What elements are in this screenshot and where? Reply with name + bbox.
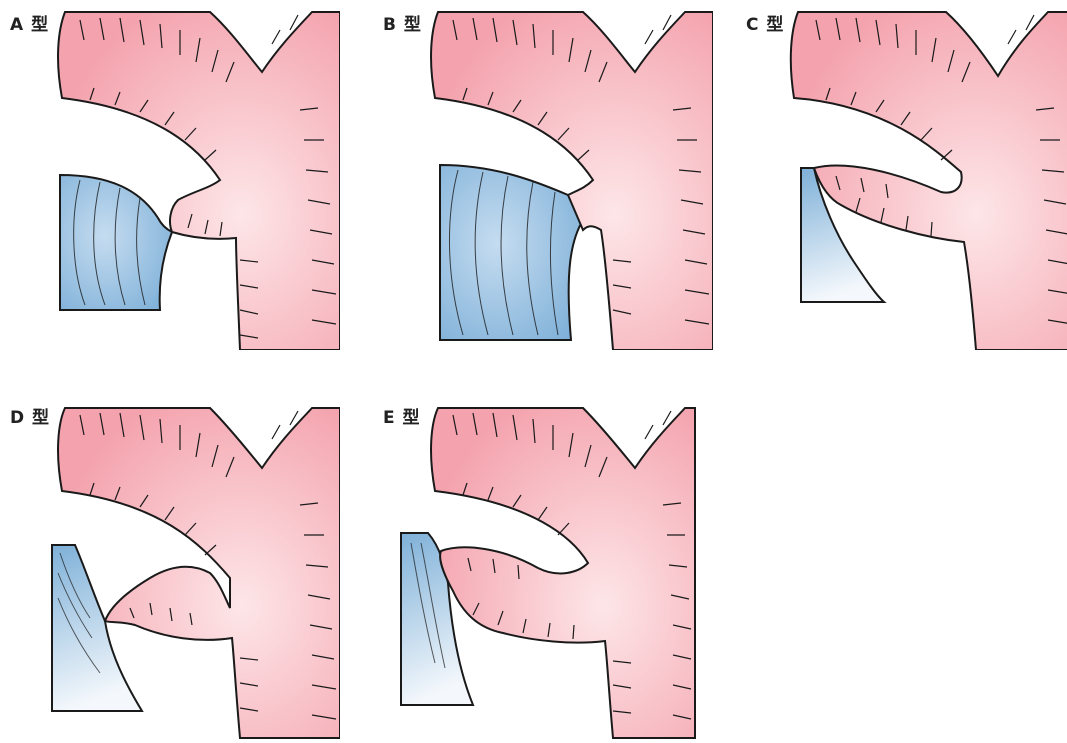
panel-type-d: D 型 xyxy=(0,393,340,743)
panel-label: A 型 xyxy=(10,10,49,35)
panel-label: E 型 xyxy=(383,403,421,428)
diagram-type-e xyxy=(373,393,713,743)
panel-label: C 型 xyxy=(746,10,784,35)
panel-type-b: B 型 xyxy=(373,0,713,350)
airway-blue xyxy=(440,165,583,340)
panel-label: B 型 xyxy=(383,10,422,35)
diagram-type-a xyxy=(0,0,340,350)
panel-type-c: C 型 xyxy=(736,0,1067,350)
diagram-type-c xyxy=(736,0,1067,350)
diagram-type-d xyxy=(0,393,340,743)
airway-blue xyxy=(52,545,142,711)
diagram-type-b xyxy=(373,0,713,350)
vessel-pink xyxy=(431,408,695,738)
panel-type-a: A 型 xyxy=(0,0,340,350)
panel-label: D 型 xyxy=(10,403,50,428)
panel-type-e: E 型 xyxy=(373,393,713,743)
